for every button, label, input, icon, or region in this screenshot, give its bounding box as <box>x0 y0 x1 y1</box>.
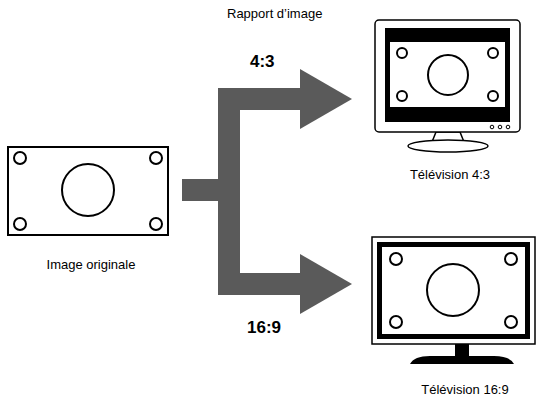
arrow-head <box>300 254 352 314</box>
device-node: Télévision 16:9 <box>352 233 548 399</box>
tv-16-9 <box>372 237 535 364</box>
arrow-head <box>300 69 352 129</box>
block-arrow <box>182 69 352 190</box>
device-caption: Image originale <box>0 257 182 272</box>
device-node: Télévision 4:3 <box>352 15 548 187</box>
arrow-shaft <box>182 99 302 190</box>
tv-4-3 <box>375 20 520 152</box>
block-arrow <box>182 190 352 314</box>
device-node: Image originale <box>0 140 182 280</box>
ratio-label: 4:3 <box>250 52 275 71</box>
diagram-heading: Rapport d’image <box>227 6 322 21</box>
arrow-shaft <box>182 190 302 284</box>
device-caption: Télévision 16:9 <box>382 382 548 397</box>
original-image <box>8 147 168 235</box>
ratio-label: 16:9 <box>247 318 281 337</box>
device-caption: Télévision 4:3 <box>352 167 548 182</box>
